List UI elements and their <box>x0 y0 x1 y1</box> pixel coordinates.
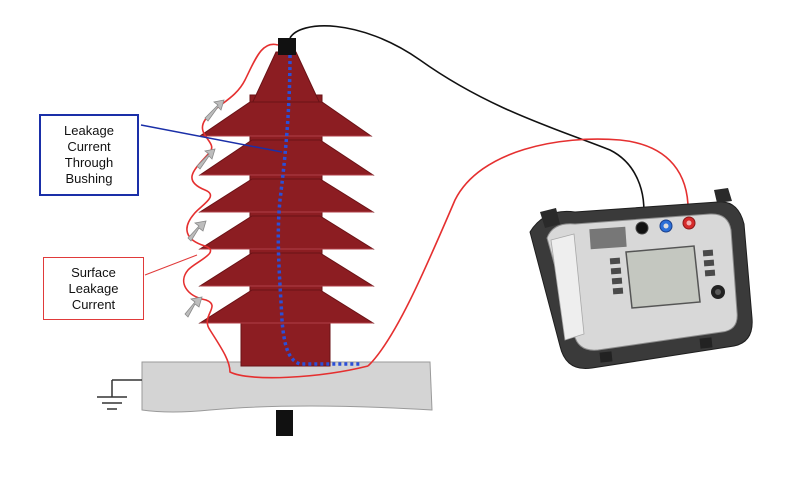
black-test-lead <box>289 25 645 227</box>
bottom-terminal <box>276 410 293 436</box>
ground-symbol-icon <box>97 379 142 410</box>
surface-leakage-callout: Surface Leakage Current <box>43 257 144 320</box>
top-terminal <box>278 38 296 55</box>
red-test-lead <box>367 138 689 367</box>
leakage-arrow-icon <box>184 99 225 318</box>
surface-leakage-label: Surface Leakage Current <box>68 264 119 312</box>
bushing-leakage-path <box>276 54 362 366</box>
bushing-callout-leader <box>140 124 283 153</box>
base-plate <box>141 361 433 413</box>
bushing-leakage-callout: Leakage Current Through Bushing <box>39 114 139 196</box>
insulator-body <box>198 51 375 367</box>
insulation-tester-icon <box>529 188 753 370</box>
bushing-leakage-label: Leakage Current Through Bushing <box>64 123 114 186</box>
shed-highlights <box>200 135 373 324</box>
surface-callout-leader <box>144 254 198 276</box>
